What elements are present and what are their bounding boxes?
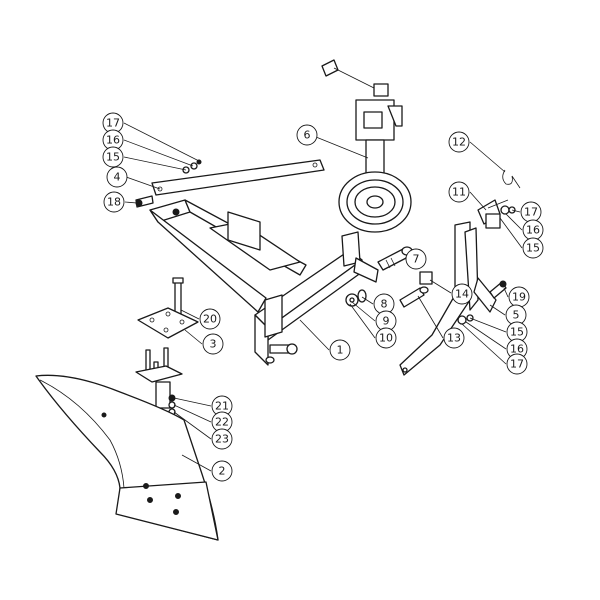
callout-22: 22: [211, 411, 233, 433]
part-bushing: [419, 271, 433, 285]
callout-label: 1: [337, 344, 344, 357]
callout-label: 17: [510, 358, 524, 371]
callout-label: 14: [455, 288, 469, 301]
callout-label: 11: [452, 186, 466, 199]
callout-circle: [106, 166, 128, 188]
callout-circle: [443, 327, 465, 349]
part-bolt-13: [399, 286, 429, 308]
callout-label: 17: [106, 117, 120, 130]
callout-circle: [448, 131, 470, 153]
callout-label: 8: [381, 298, 388, 311]
callout-label: 18: [107, 196, 121, 209]
part-main-frame: [149, 199, 379, 366]
part-nut-washers: [345, 289, 367, 307]
callout-circle: [506, 353, 528, 375]
part-mount-plate: [137, 307, 199, 339]
callout-circle: [522, 237, 544, 259]
callout-circle: [202, 333, 224, 355]
callout-label: 16: [526, 224, 540, 237]
callout-circle: [329, 339, 351, 361]
callout-7: 7: [405, 248, 427, 270]
callout-15b: 15: [522, 237, 544, 259]
callout-label: 19: [512, 291, 526, 304]
callout-circle: [451, 283, 473, 305]
callout-16c: 16: [506, 338, 528, 360]
callout-circle: [199, 308, 221, 330]
callout-3: 3: [202, 333, 224, 355]
part-bracket-right-top: [477, 199, 516, 229]
callout-label: 15: [526, 242, 540, 255]
part-bolt-18: [135, 195, 154, 208]
callout-17b: 17: [520, 201, 542, 223]
callout-13: 13: [443, 327, 465, 349]
callout-2: 2: [211, 460, 233, 482]
callout-circle: [296, 124, 318, 146]
part-jack-wheel: [321, 59, 412, 233]
callout-label: 2: [219, 465, 226, 478]
callout-20: 20: [199, 308, 221, 330]
callout-23: 23: [211, 428, 233, 450]
callout-4: 4: [106, 166, 128, 188]
callout-circle: [405, 248, 427, 270]
callout-17a: 17: [102, 112, 124, 134]
callout-label: 3: [210, 338, 217, 351]
callout-15a: 15: [102, 146, 124, 168]
part-washer-stack-upper: [182, 159, 202, 174]
leader-lines: [123, 122, 523, 472]
callout-label: 23: [215, 433, 229, 446]
callout-6: 6: [296, 124, 318, 146]
callout-label: 10: [379, 332, 393, 345]
callout-circle: [375, 327, 397, 349]
callout-11: 11: [448, 181, 470, 203]
part-flat-bar: [151, 159, 325, 196]
callout-14: 14: [451, 283, 473, 305]
callout-circle: [103, 191, 125, 213]
callout-label: 7: [413, 253, 420, 266]
callout-label: 13: [447, 332, 461, 345]
callout-1: 1: [329, 339, 351, 361]
callout-label: 12: [452, 136, 466, 149]
part-bolt-19: [489, 280, 507, 299]
callout-circle: [211, 460, 233, 482]
callout-label: 20: [203, 313, 217, 326]
callout-12: 12: [448, 131, 470, 153]
callout-circle: [102, 146, 124, 168]
part-r-clip: [502, 169, 521, 189]
callout-label: 4: [114, 171, 121, 184]
callout-label: 15: [106, 151, 120, 164]
callout-circle: [448, 181, 470, 203]
callout-17c: 17: [506, 353, 528, 375]
callout-label: 15: [510, 326, 524, 339]
callout-10: 10: [375, 327, 397, 349]
part-washer-stack-lower: [457, 314, 474, 325]
callout-label: 16: [510, 343, 524, 356]
callout-circle: [211, 428, 233, 450]
callout-19: 19: [508, 286, 530, 308]
callout-label: 21: [215, 400, 229, 413]
callout-18: 18: [103, 191, 125, 213]
callout-label: 17: [524, 206, 538, 219]
callout-label: 5: [513, 309, 520, 322]
callout-label: 9: [383, 315, 390, 328]
callout-label: 16: [106, 134, 120, 147]
callout-16b: 16: [522, 219, 544, 241]
part-plough-share: [35, 347, 219, 541]
callout-label: 22: [215, 416, 229, 429]
callout-label: 6: [304, 129, 311, 142]
